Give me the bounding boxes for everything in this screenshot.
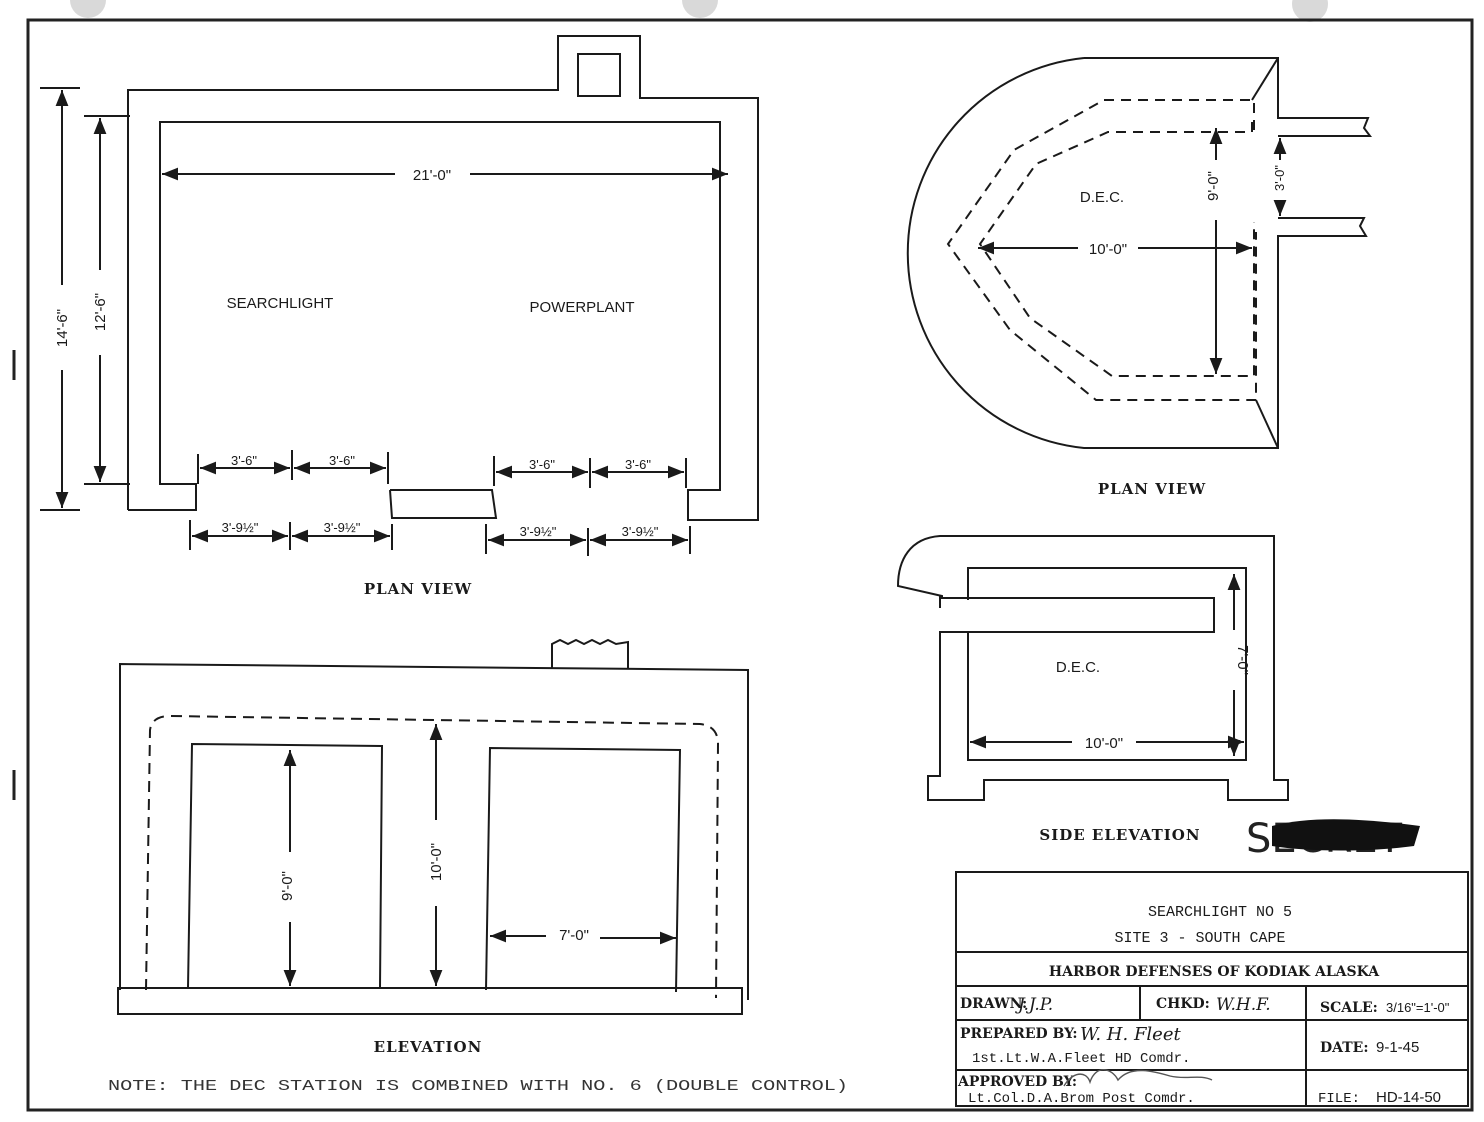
file-value: HD-14-50 xyxy=(1376,1089,1441,1106)
drawing-note: NOTE: THE DEC STATION IS COMBINED WITH N… xyxy=(108,1078,848,1095)
drawn-value: J.J.P. xyxy=(1015,995,1053,1015)
scale-label: SCALE: xyxy=(1320,1000,1378,1016)
approved-name: Lt.Col.D.A.Brom Post Comdr. xyxy=(968,1091,1195,1107)
sheet-border xyxy=(26,18,1474,1112)
dec-plan-opening-dim: 3'-0" xyxy=(1272,165,1287,191)
drawn-label: DRAWN: xyxy=(960,996,1027,1012)
prepared-label: PREPARED BY: xyxy=(960,1026,1078,1042)
secret-stamp: SECRET xyxy=(1246,816,1420,862)
plan1-title: PLAN VIEW xyxy=(364,580,472,598)
plan-view-dec xyxy=(906,57,1372,449)
date-value: 9-1-45 xyxy=(1376,1039,1419,1056)
plan1-dim-b3: 3'-9½" xyxy=(520,524,557,539)
elevation-view xyxy=(117,638,749,1015)
side-elevation-height-dim: 7'-0" xyxy=(1234,645,1251,675)
dec-plan-title: PLAN VIEW xyxy=(1098,480,1206,498)
title-block-line1: SEARCHLIGHT NO 5 xyxy=(1148,904,1292,921)
date-label: DATE: xyxy=(1320,1040,1369,1056)
punch-hole xyxy=(70,0,106,18)
plan-view-searchlight xyxy=(40,35,759,556)
chkd-label: CHKD: xyxy=(1156,996,1210,1012)
plan1-dim-a3: 3'-6" xyxy=(529,457,555,472)
approved-signature xyxy=(1063,1069,1213,1087)
prepared-signature: W. H. Fleet xyxy=(1080,1024,1181,1045)
punch-hole xyxy=(1292,0,1328,22)
plan1-inner-height-dim: 12'-6" xyxy=(92,293,109,331)
title-block-org: HARBOR DEFENSES OF KODIAK ALASKA xyxy=(1049,964,1380,980)
approved-label: APPROVED BY: xyxy=(957,1074,1077,1090)
plan1-outer-height-dim: 14'-6" xyxy=(54,309,71,347)
plan1-dim-b1: 3'-9½" xyxy=(222,520,259,535)
elevation-height-dim: 10'-0" xyxy=(428,843,445,881)
plan1-dim-a4: 3'-6" xyxy=(625,457,651,472)
punch-hole xyxy=(682,0,718,18)
dec-plan-label: D.E.C. xyxy=(1080,189,1124,206)
prepared-name: 1st.Lt.W.A.Fleet HD Comdr. xyxy=(972,1051,1190,1067)
elevation-door-width-dim: 7'-0" xyxy=(559,927,589,944)
plan1-dim-b2: 3'-9½" xyxy=(324,520,361,535)
title-block-line2: SITE 3 - SOUTH CAPE xyxy=(1114,930,1285,947)
plan1-dim-a2: 3'-6" xyxy=(329,453,355,468)
side-elevation-title: SIDE ELEVATION xyxy=(1039,826,1200,844)
plan1-dim-a1: 3'-6" xyxy=(231,453,257,468)
plan1-width-dim: 21'-0" xyxy=(413,167,451,184)
scale-value: 3/16"=1'-0" xyxy=(1386,1000,1450,1015)
elevation-title: ELEVATION xyxy=(374,1038,483,1056)
side-elevation-width-dim: 10'-0" xyxy=(1085,735,1123,752)
dec-plan-depth-dim: 9'-0" xyxy=(1205,171,1222,201)
plan1-dim-b4: 3'-9½" xyxy=(622,524,659,539)
elevation-door-height-dim: 9'-0" xyxy=(279,871,296,901)
title-block xyxy=(955,871,1469,1107)
room-label-powerplant: POWERPLANT xyxy=(529,299,634,316)
chkd-value: W.H.F. xyxy=(1216,995,1271,1015)
dec-plan-width-dim: 10'-0" xyxy=(1089,241,1127,258)
room-label-searchlight: SEARCHLIGHT xyxy=(227,295,334,312)
file-label: FILE: xyxy=(1318,1091,1360,1107)
side-elevation-view xyxy=(896,535,1289,801)
side-elevation-label: D.E.C. xyxy=(1056,659,1100,676)
